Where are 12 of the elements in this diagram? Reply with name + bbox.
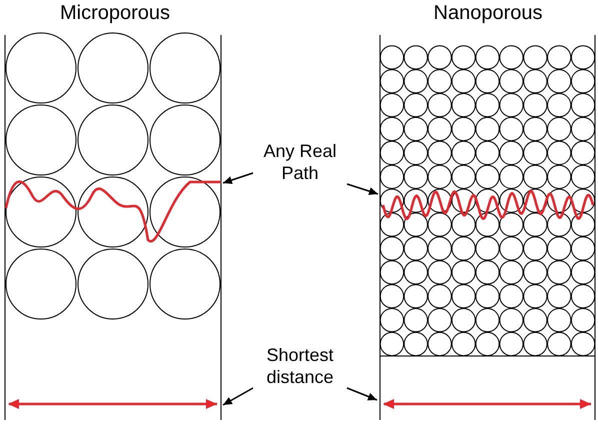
leader-line <box>222 172 254 184</box>
leader-line <box>222 387 254 406</box>
panel-title: Microporous <box>58 2 172 24</box>
panel-title: Nanoporous <box>432 2 544 24</box>
wavy-path <box>382 190 594 220</box>
annotation-text: Any Real Path <box>255 140 345 184</box>
annotation-text: Shortest distance <box>255 344 345 388</box>
wavy-path <box>4 180 221 242</box>
double-arrow <box>383 399 591 409</box>
leader-line <box>346 387 378 401</box>
double-arrow <box>8 399 217 409</box>
leader-line <box>346 183 378 196</box>
